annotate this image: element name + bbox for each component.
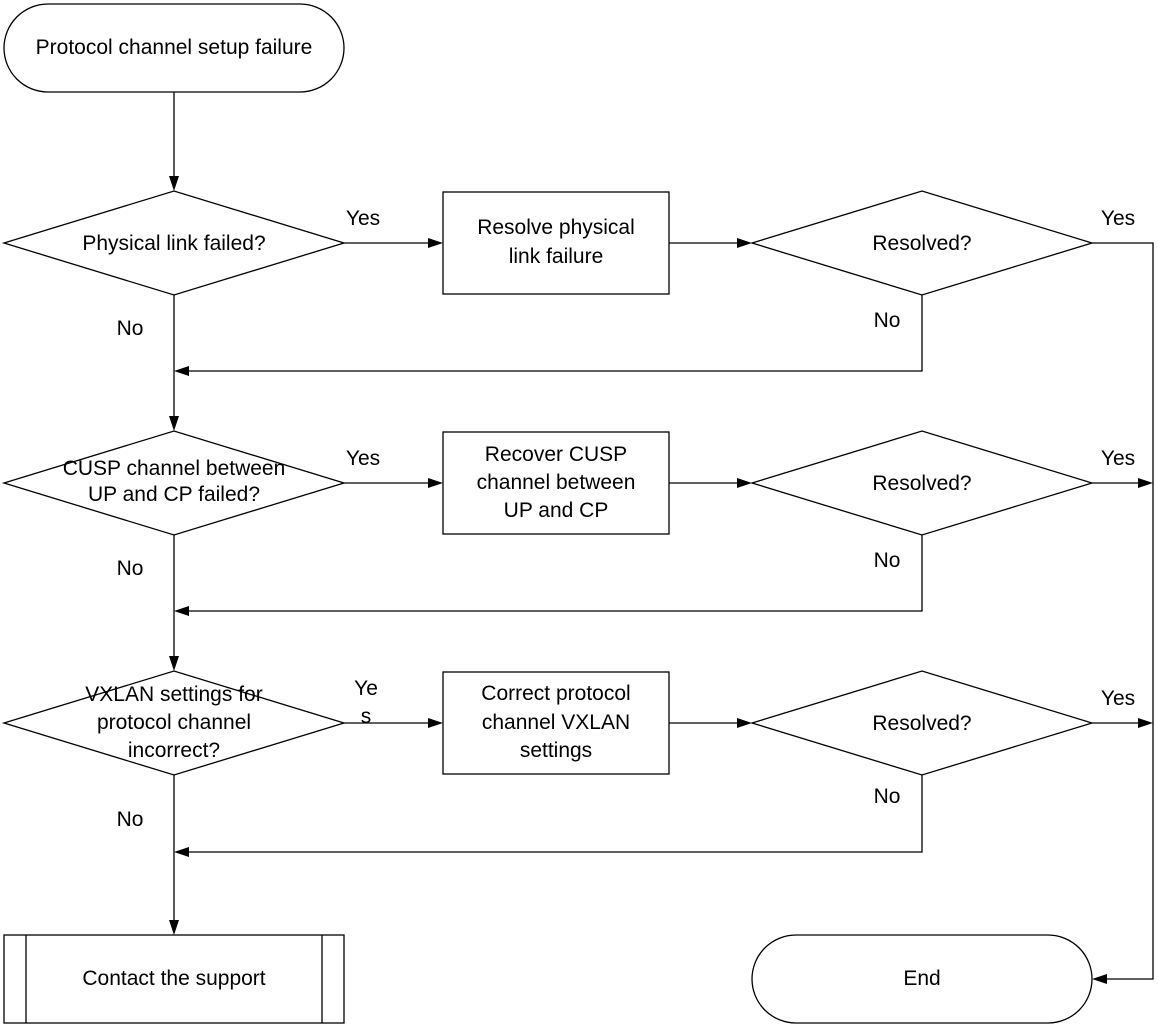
- arrowhead: [1138, 478, 1153, 488]
- edge-label-yes-check-1: Yes: [1101, 207, 1135, 230]
- edge-label-no-check-1: No: [874, 309, 901, 332]
- edge-label-yes-decision-2: Yes: [346, 447, 380, 470]
- check-resolved-2-label: Resolved?: [872, 472, 971, 495]
- check-resolved-1-label: Resolved?: [872, 232, 971, 255]
- edge-label-no-decision-2: No: [117, 557, 144, 580]
- action-correct-vxlan-settings: [442, 671, 670, 775]
- action-recover-cusp-channel: [442, 431, 670, 535]
- arrowhead: [169, 176, 179, 191]
- arrowhead: [737, 718, 752, 728]
- action-recover-cusp-channel-line-1: Recover CUSP: [485, 443, 627, 466]
- arrowhead: [1138, 718, 1153, 728]
- arrowhead: [1092, 974, 1107, 984]
- decision-cusp-channel-line-1: CUSP channel between: [63, 457, 286, 480]
- check-resolved-3-label: Resolved?: [872, 712, 971, 735]
- arrowhead: [737, 478, 752, 488]
- edge-label-no-decision-3: No: [117, 808, 144, 831]
- start-label: Protocol channel setup failure: [36, 36, 313, 59]
- connector-check-1-yes: [1092, 242, 1154, 980]
- decision-cusp-channel-line-2: UP and CP failed?: [88, 483, 260, 506]
- edge-label-no-decision-1: No: [117, 317, 144, 340]
- action-correct-vxlan-settings-line-1: Correct protocol: [481, 682, 630, 705]
- action-resolve-physical-link-line-2: link failure: [509, 245, 604, 268]
- action-correct-vxlan-settings-line-2: channel VXLAN: [482, 711, 630, 734]
- end-label: End: [903, 967, 940, 990]
- support-label: Contact the support: [82, 967, 265, 990]
- connector-check-2-no: [182, 535, 923, 612]
- arrowhead: [174, 847, 189, 857]
- edge-label-yes-decision-3-part-2: s: [361, 705, 372, 728]
- connector-check-1-no: [182, 295, 923, 372]
- arrowhead: [169, 416, 179, 431]
- decision-vxlan-settings-line-2: protocol channel: [97, 711, 251, 734]
- edge-label-no-check-2: No: [874, 549, 901, 572]
- decision-physical-link-line-1: Physical link failed?: [82, 232, 265, 255]
- edge-label-yes-decision-3-part-1: Ye: [354, 677, 378, 700]
- action-recover-cusp-channel-line-3: UP and CP: [504, 499, 609, 522]
- arrowhead: [428, 478, 443, 488]
- decision-vxlan-settings-line-3: incorrect?: [128, 739, 220, 762]
- action-correct-vxlan-settings-line-3: settings: [520, 739, 592, 762]
- edge-label-no-check-3: No: [874, 785, 901, 808]
- edge-label-yes-check-3: Yes: [1101, 687, 1135, 710]
- support-process: [3, 934, 345, 1024]
- arrowhead: [428, 238, 443, 248]
- decision-vxlan-settings-line-1: VXLAN settings for: [85, 683, 262, 706]
- edge-label-yes-decision-1: Yes: [346, 207, 380, 230]
- arrowhead: [174, 606, 189, 616]
- connector-check-3-no: [182, 775, 923, 853]
- action-resolve-physical-link-line-1: Resolve physical: [477, 216, 635, 239]
- arrowhead: [169, 920, 179, 935]
- arrowhead: [737, 238, 752, 248]
- action-resolve-physical-link: [442, 191, 670, 295]
- arrowhead: [428, 718, 443, 728]
- edge-label-yes-check-2: Yes: [1101, 447, 1135, 470]
- arrowhead: [169, 656, 179, 671]
- action-recover-cusp-channel-line-2: channel between: [477, 471, 636, 494]
- arrowhead: [174, 366, 189, 376]
